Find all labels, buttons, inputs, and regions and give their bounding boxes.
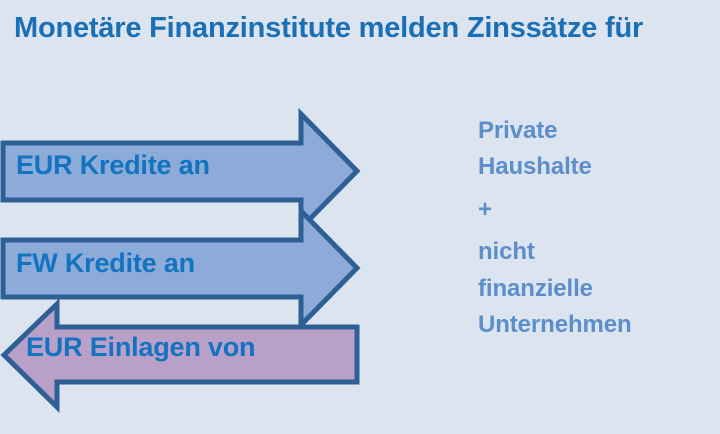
arrow-right-shape <box>0 204 361 332</box>
arrow-eur-kredite <box>0 107 362 235</box>
side-text-line-6: Unternehmen <box>478 311 632 339</box>
side-text-line-2: Haushalte <box>478 153 592 181</box>
arrow-fw-kredite <box>0 204 362 332</box>
arrow-right-shape <box>0 107 361 235</box>
arrow-eur-einlagen <box>0 298 362 414</box>
side-text-plus: + <box>478 195 492 223</box>
side-text-line-1: Private <box>478 117 558 144</box>
page-title: Monetäre Finanzinstitute melden Zinssätz… <box>14 12 644 44</box>
side-text-block: Private Haushalte + nicht finanzielle Un… <box>478 113 714 344</box>
side-text-line-5: finanzielle <box>478 274 593 302</box>
side-text-line-4: nicht <box>478 238 535 266</box>
arrow-left-shape <box>0 298 360 413</box>
